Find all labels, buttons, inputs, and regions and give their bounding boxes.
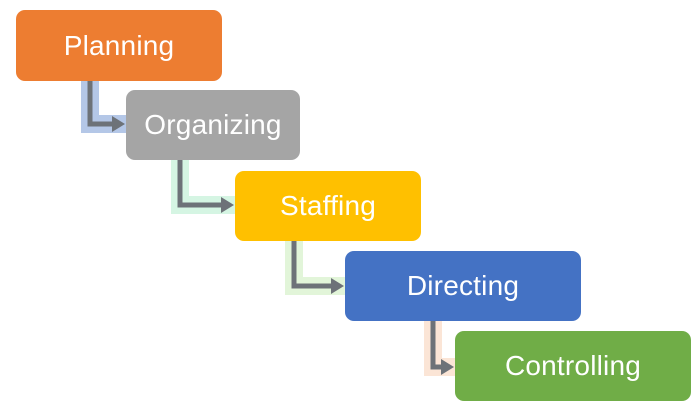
elbow-arrow-icon: [430, 321, 444, 370]
step-staffing: Staffing: [235, 171, 421, 241]
arrowhead-icon: [221, 197, 234, 213]
step-label: Staffing: [279, 190, 377, 221]
step-organizing: Organizing: [126, 90, 300, 160]
step-planning: Planning: [16, 10, 222, 81]
arrowhead-icon: [331, 278, 344, 294]
elbow-arrow-icon: [177, 160, 224, 208]
connector-band: [171, 160, 235, 214]
step-label: Controlling: [504, 350, 642, 381]
elbow-arrow-icon: [87, 81, 115, 127]
step-label: Organizing: [144, 109, 282, 140]
elbow-arrow-icon: [291, 241, 334, 289]
step-label: Directing: [406, 270, 520, 301]
step-controlling: Controlling: [455, 331, 691, 401]
arrowhead-icon: [112, 116, 125, 132]
connector-band: [285, 241, 345, 295]
arrowhead-icon: [441, 359, 454, 375]
step-label: Planning: [63, 29, 175, 61]
step-directing: Directing: [345, 251, 581, 321]
